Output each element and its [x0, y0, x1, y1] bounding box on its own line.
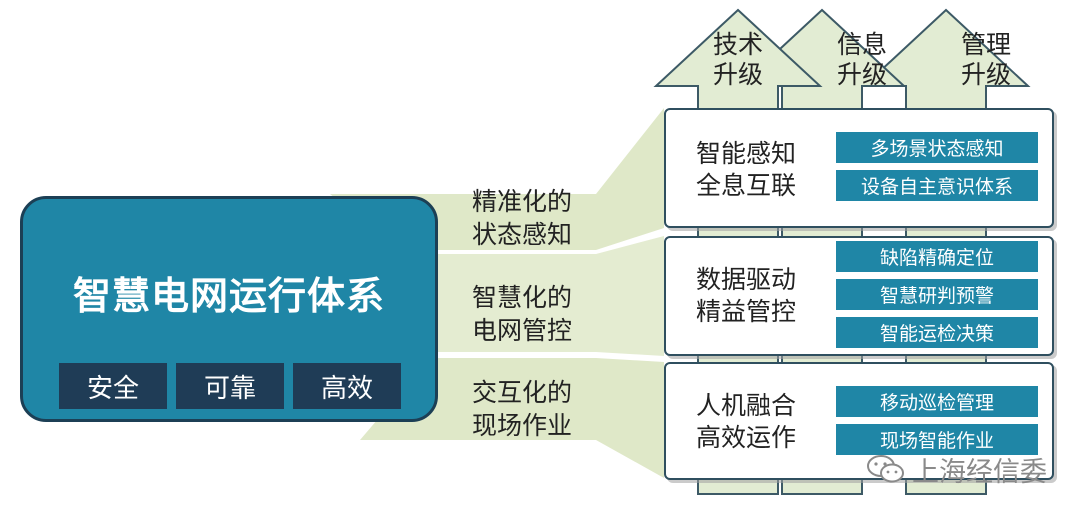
pill-safety: 安全 [59, 363, 167, 409]
link-label-grid-control: 智慧化的 电网管控 [472, 281, 604, 347]
link-label-field-work: 交互化的 现场作业 [472, 376, 604, 442]
link-label-line1: 智慧化的 [472, 283, 573, 312]
arrow-label-line1: 管理 [960, 30, 1011, 59]
arrow-label-info: 信息 升级 [822, 30, 902, 90]
link-label-line2: 状态感知 [472, 220, 573, 249]
panel-item: 智能运检决策 [836, 317, 1038, 348]
arrow-label-line1: 技术 [712, 30, 763, 59]
link-label-line1: 精准化的 [472, 187, 573, 216]
arrow-label-mgmt: 管理 升级 [946, 30, 1026, 90]
connector-band-2 [430, 236, 664, 356]
link-label-line1: 交互化的 [472, 378, 573, 407]
panel-item: 设备自主意识体系 [836, 170, 1038, 201]
panel-title: 智能感知 全息互联 [696, 138, 796, 202]
arrow-label-tech: 技术 升级 [698, 30, 778, 90]
panel-title-line1: 人机融合 [696, 391, 797, 420]
pill-efficient: 高效 [293, 363, 401, 409]
panel-item: 缺陷精确定位 [836, 241, 1038, 272]
arrow-label-line1: 信息 [836, 30, 887, 59]
arrow-label-line2: 升级 [712, 60, 763, 89]
arrow-label-line2: 升级 [836, 60, 887, 89]
panel-item: 多场景状态感知 [836, 132, 1038, 163]
panel-title-line1: 智能感知 [696, 139, 797, 168]
link-label-line2: 电网管控 [472, 316, 573, 345]
wechat-icon [867, 455, 904, 483]
arrow-label-line2: 升级 [960, 60, 1011, 89]
panel-control: 数据驱动 精益管控 缺陷精确定位 智慧研判预警 智能运检决策 [664, 236, 1054, 356]
panel-title: 人机融合 高效运作 [696, 390, 796, 454]
panel-title-line1: 数据驱动 [696, 265, 797, 294]
watermark-text: 上海经信委 [912, 456, 1047, 488]
panel-item: 现场智能作业 [836, 424, 1038, 455]
panel-title-line2: 高效运作 [696, 423, 797, 452]
main-system-box: 智慧电网运行体系 安全 可靠 高效 [20, 196, 438, 422]
panel-operation: 人机融合 高效运作 移动巡检管理 现场智能作业 [664, 362, 1054, 480]
watermark: 上海经信委 [866, 452, 1047, 488]
panel-item: 移动巡检管理 [836, 386, 1038, 417]
link-label-state-sensing: 精准化的 状态感知 [472, 185, 604, 251]
panel-title: 数据驱动 精益管控 [696, 264, 796, 328]
panel-title-line2: 精益管控 [696, 297, 797, 326]
panel-item: 智慧研判预警 [836, 279, 1038, 310]
panel-title-line2: 全息互联 [696, 171, 797, 200]
link-label-line2: 现场作业 [472, 411, 573, 440]
panel-sensing: 智能感知 全息互联 多场景状态感知 设备自主意识体系 [664, 108, 1054, 228]
pill-reliable: 可靠 [176, 363, 284, 409]
main-title: 智慧电网运行体系 [72, 274, 385, 318]
